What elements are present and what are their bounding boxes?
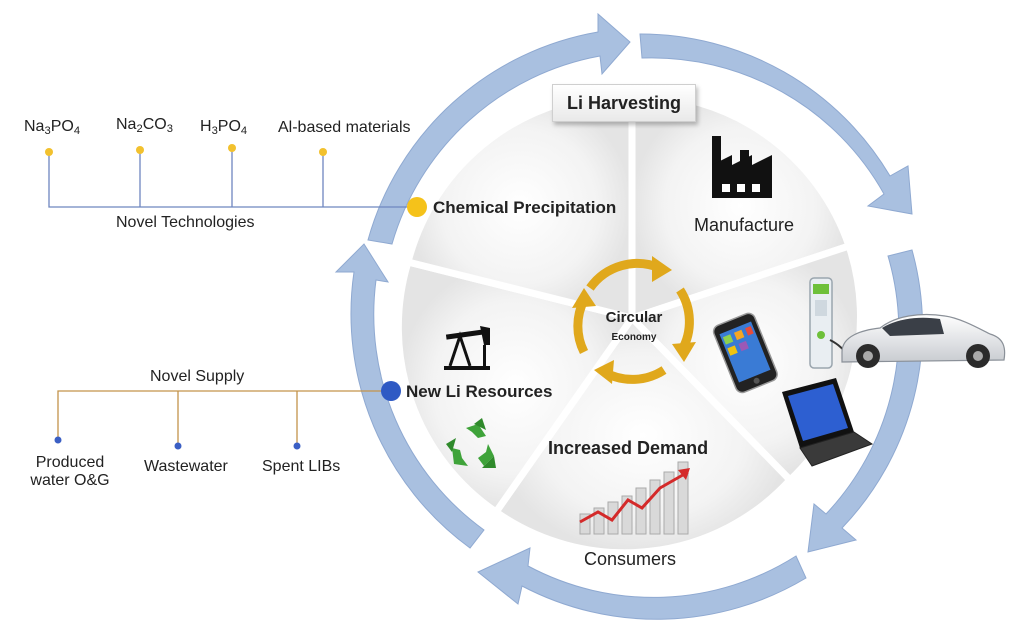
outer-arrows [334, 12, 924, 620]
tech-item-na2co3: Na2CO3 [116, 116, 173, 135]
factory-icon [712, 136, 772, 198]
supply-item-spent-libs: Spent LIBs [262, 458, 341, 475]
novel-supply-label: Novel Supply [150, 368, 245, 385]
new-li-resources-dot [381, 381, 401, 401]
arrow-left [334, 243, 485, 549]
chemical-precipitation-label: Chemical Precipitation [433, 198, 617, 217]
arrow-top-right [639, 33, 913, 215]
tech-item-na3po4: Na3PO4 [24, 118, 81, 137]
center-title: Circular [605, 309, 663, 326]
center-arrowheads [572, 256, 696, 384]
segment-consumers [491, 312, 795, 557]
arrow-top-left [367, 12, 631, 245]
center-subtitle: Economy [611, 332, 657, 343]
consumers-label: Consumers [584, 549, 677, 569]
oil-pump-icon [444, 326, 490, 370]
novel-technologies-label: Novel Technologies [116, 214, 255, 231]
smartphone-icon [712, 312, 778, 394]
novel-technologies-tree [48, 148, 420, 208]
laptop-icon [782, 378, 874, 467]
chemical-precipitation-dot [407, 197, 427, 217]
novel-supply-tree [57, 390, 392, 446]
tech-item-al-based: Al-based materials [278, 119, 411, 136]
recycle-icon [446, 418, 496, 468]
novel-supply-dots [54, 436, 301, 450]
arrow-bottom [477, 547, 807, 620]
li-harvesting-label: Li Harvesting [552, 84, 696, 122]
new-li-resources-label: New Li Resources [406, 382, 553, 401]
increased-demand-label: Increased Demand [548, 438, 709, 458]
center-arrow-1 [586, 258, 662, 291]
manufacture-label: Manufacture [694, 215, 795, 235]
tech-item-h3po4: H3PO4 [200, 118, 248, 137]
novel-technologies-dots [45, 144, 327, 156]
car-icon [841, 313, 1006, 368]
supply-item-wastewater: Wastewater [144, 458, 228, 475]
chart-icon [579, 461, 690, 535]
